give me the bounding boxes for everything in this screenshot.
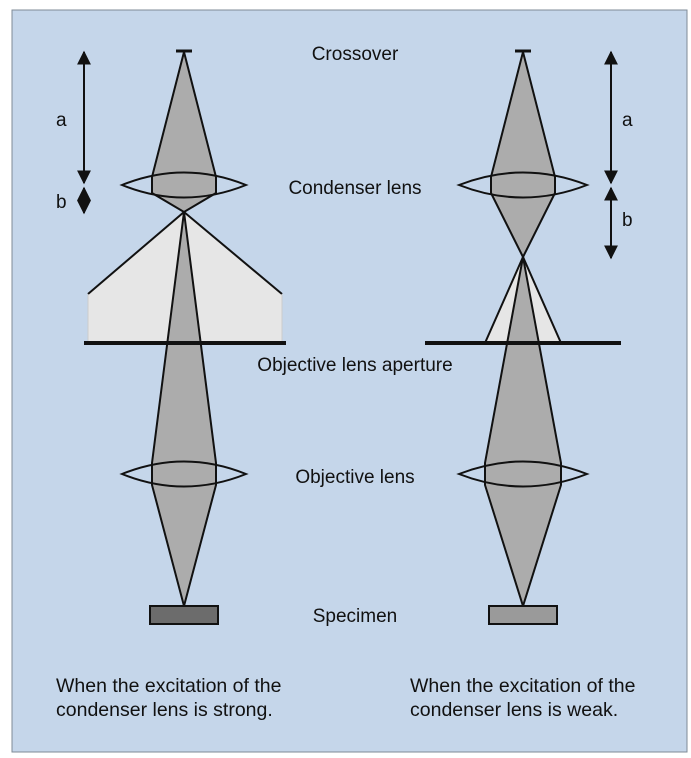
left-distance-b-label: b — [56, 192, 67, 213]
right-caption-line-1: When the excitation of the — [410, 675, 635, 697]
right-condenser-lens — [456, 171, 590, 199]
crossover-label: Crossover — [312, 44, 399, 65]
left-distance-a-label: a — [56, 110, 67, 131]
right-distance-a-label: a — [622, 110, 633, 131]
left-ray-diagram: a b — [56, 49, 286, 625]
diagram-background — [11, 9, 688, 753]
objective-lens-label: Objective lens — [295, 467, 414, 488]
left-specimen — [149, 605, 219, 625]
objective-lens-aperture-label: Objective lens aperture — [257, 355, 452, 376]
right-caption-line-2: condenser lens is weak. — [410, 699, 618, 721]
right-distance-b-label: b — [622, 210, 633, 231]
left-condenser-lens — [119, 171, 249, 199]
right-specimen — [488, 605, 558, 625]
left-divergent-edge-left — [87, 211, 185, 295]
left-caption-line-1: When the excitation of the — [56, 675, 281, 697]
left-divergent-edge-right — [183, 211, 283, 295]
left-objective-lens — [119, 460, 249, 488]
right-objective-lens — [456, 460, 590, 488]
right-ray-diagram: a b — [425, 49, 633, 625]
condenser-lens-label: Condenser lens — [288, 178, 421, 199]
specimen-label: Specimen — [313, 606, 398, 627]
left-caption-line-2: condenser lens is strong. — [56, 699, 273, 721]
